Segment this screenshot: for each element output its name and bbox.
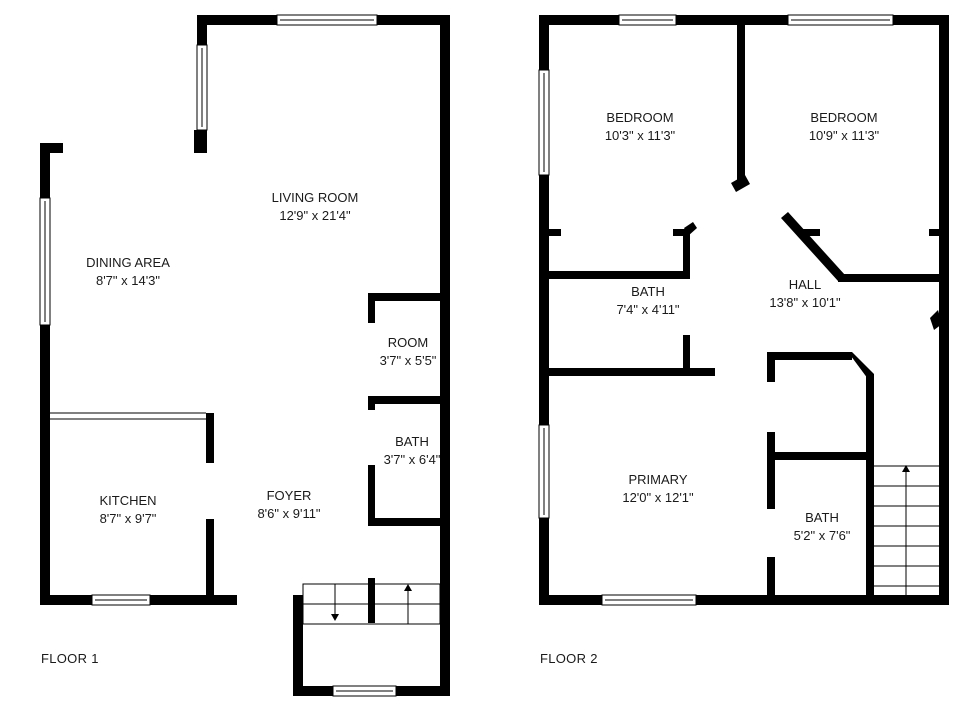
floor-1-walls bbox=[40, 15, 450, 696]
room-label-bedroom-1: BEDROOM 10'3" x 11'3" bbox=[604, 110, 676, 143]
floor-2-windows bbox=[538, 14, 894, 606]
room-label-living-room: LIVING ROOM 12'9" x 21'4" bbox=[271, 190, 359, 223]
room-label-kitchen: KITCHEN 8'7" x 9'7" bbox=[99, 493, 157, 526]
room-label-bath-floor-2-upper: BATH 7'4" x 4'11" bbox=[616, 284, 680, 317]
floor-1-label: FLOOR 1 bbox=[41, 651, 99, 666]
room-label-bath-floor-2-lower: BATH 5'2" x 7'6" bbox=[793, 510, 851, 543]
floor-2-stair-arrow bbox=[902, 465, 910, 472]
floor-1-thin-lines bbox=[50, 412, 441, 625]
floor-2-stairs bbox=[874, 465, 939, 595]
room-label-bath-floor-1: BATH 3'7" x 6'4" bbox=[383, 434, 441, 467]
room-label-dining-area: DINING AREA 8'7" x 14'3" bbox=[86, 255, 170, 288]
room-label-foyer: FOYER 8'6" x 9'11" bbox=[257, 488, 321, 521]
room-label-primary: PRIMARY 12'0" x 12'1" bbox=[622, 472, 694, 505]
floor-2-label: FLOOR 2 bbox=[540, 651, 598, 666]
room-label-hall: HALL 13'8" x 10'1" bbox=[769, 277, 841, 310]
floor-1-windows bbox=[39, 14, 397, 697]
floor-1-stair-arrows bbox=[331, 584, 412, 621]
room-label-bedroom-2: BEDROOM 10'9" x 11'3" bbox=[808, 110, 880, 143]
room-label-room: ROOM 3'7" x 5'5" bbox=[379, 335, 437, 368]
floor-2-walls bbox=[539, 15, 949, 605]
